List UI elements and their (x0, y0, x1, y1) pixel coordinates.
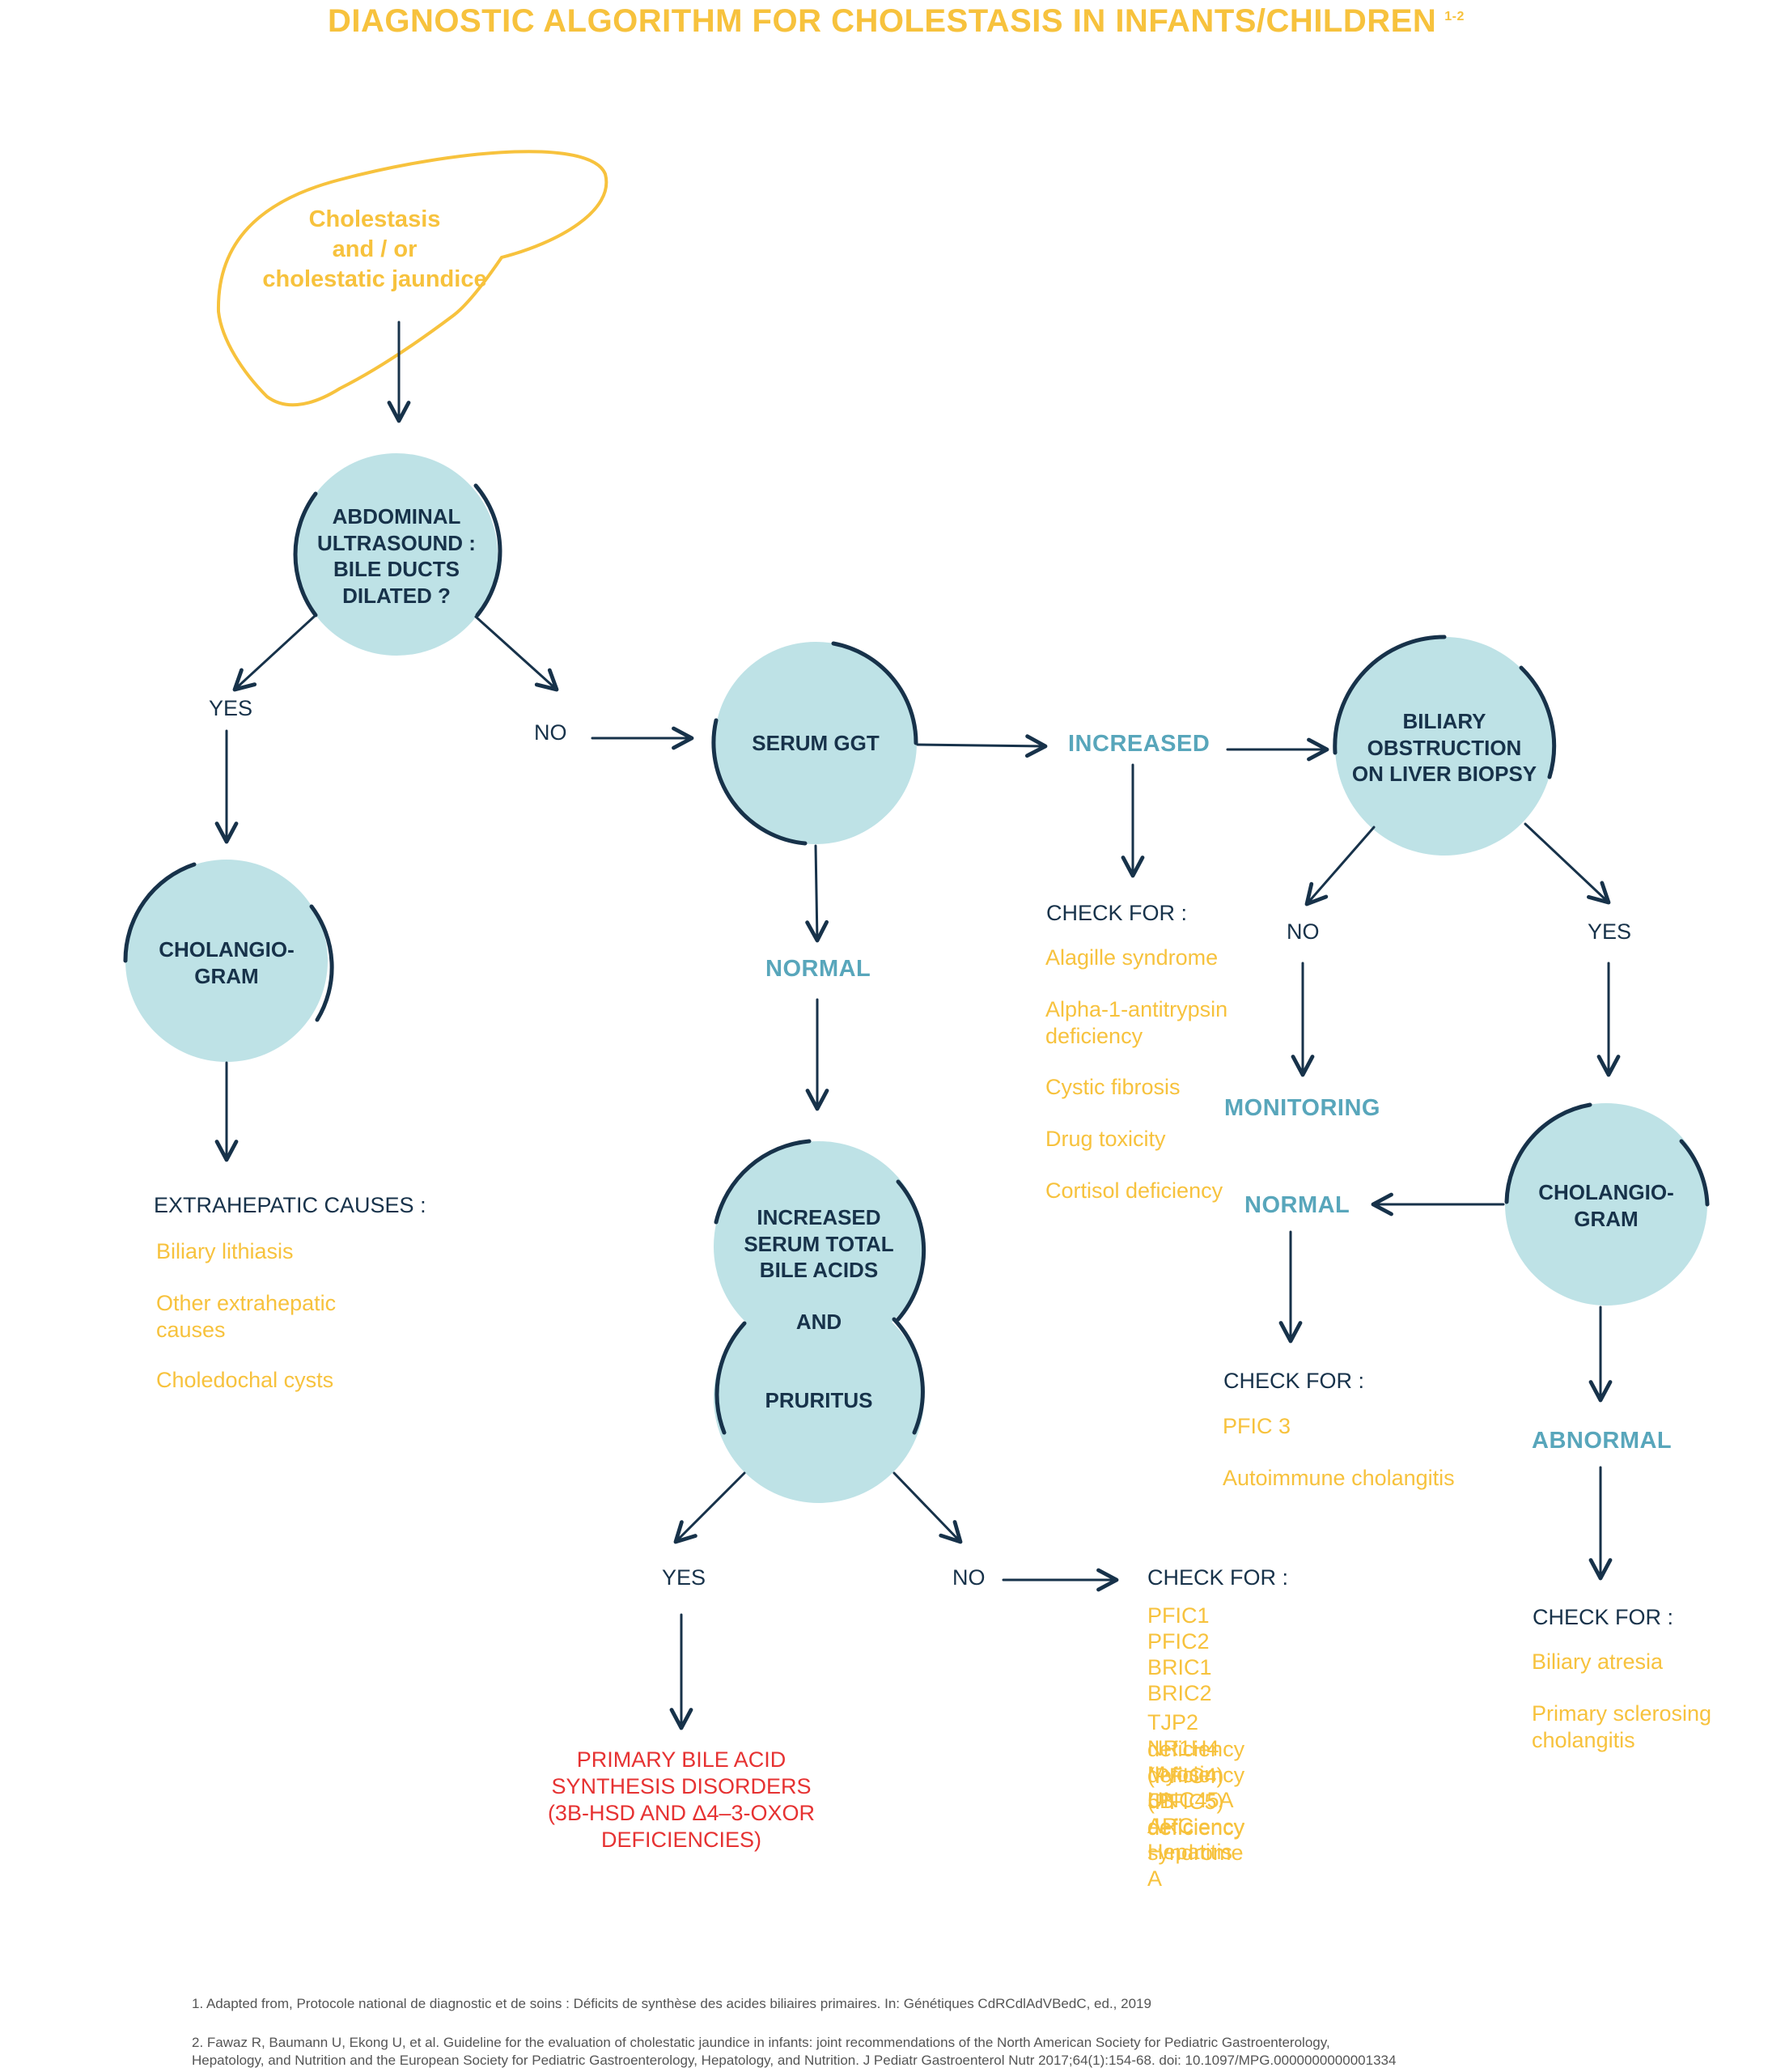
list-item: UNC45A deficiency (1147, 1788, 1245, 1839)
increased-label: INCREASED (1068, 731, 1210, 757)
yes-label-pruritus: YES (662, 1565, 706, 1590)
list-item: BRIC2 (1147, 1681, 1212, 1705)
list-item: NR1H4 deficiency (PFIC5) (1147, 1736, 1245, 1814)
cholangiogram-left-circle (125, 860, 328, 1062)
biopsy-label: BILIARY OBSTRUCTION ON LIVER BIOPSY (1351, 709, 1537, 786)
list-item: Drug toxicity (1045, 1127, 1166, 1151)
list-item: ARC syndrome (1147, 1814, 1244, 1865)
ggt-circle (714, 642, 917, 844)
primary-bile-acid-disorders: PRIMARY BILE ACID SYNTHESIS DISORDERS (3… (547, 1747, 816, 1852)
yes-label-biopsy: YES (1588, 919, 1632, 944)
cholangiogram-right-label: CHOLANGIO- GRAM (1538, 1180, 1674, 1231)
page-title: DIAGNOSTIC ALGORITHM FOR CHOLESTASIS IN … (328, 3, 1465, 39)
start-shape (216, 150, 608, 407)
monitoring-label: MONITORING (1224, 1095, 1380, 1121)
check-normal-header: CHECK FOR : (1223, 1369, 1365, 1393)
list-item: Biliary lithiasis (156, 1239, 294, 1263)
list-item: TJP2 deficiency (PFIC4) (1147, 1710, 1245, 1788)
ultrasound-circle (295, 453, 498, 656)
list-item: PFIC1 (1147, 1603, 1210, 1628)
list-item: Other extrahepatic causes (156, 1291, 337, 1342)
normal-cholangiogram-label: NORMAL (1244, 1192, 1350, 1218)
yes-label-ultrasound: YES (209, 696, 253, 720)
pruritus-label: PRURITUS (765, 1388, 873, 1412)
list-item: Autoimmune cholangitis (1223, 1466, 1455, 1490)
list-item: PFIC2 (1147, 1629, 1210, 1654)
extrahepatic-header: EXTRAHEPATIC CAUSES : (154, 1193, 426, 1217)
cholangiogram-right-circle (1505, 1103, 1707, 1306)
no-label-biopsy: NO (1287, 919, 1320, 944)
reference-2: 2. Fawaz R, Baumann U, Ekong U, et al. G… (192, 2035, 1397, 2069)
bile-acids-circle (714, 1141, 924, 1352)
list-item: BRIC1 (1147, 1655, 1212, 1679)
node-circles (125, 453, 1707, 1503)
ultrasound-label: ABDOMINAL ULTRASOUND : BILE DUCTS DILATE… (317, 504, 476, 608)
title-superscript: 1-2 (1444, 9, 1465, 23)
list-item: PFIC 3 (1223, 1414, 1291, 1438)
list-item: Alagille syndrome (1045, 945, 1219, 970)
no-label-pruritus: NO (952, 1565, 986, 1590)
list-item: Primary sclerosing cholangitis (1532, 1701, 1712, 1752)
node-outlines (123, 483, 1710, 1435)
list-item: Biliary atresia (1532, 1650, 1664, 1674)
arrows (214, 321, 1621, 1730)
ggt-label: SERUM GGT (752, 731, 880, 755)
list-item: Myosin 5B deficiency (1147, 1762, 1245, 1840)
list-item: Hepatitis A (1147, 1840, 1233, 1891)
check-no-header: CHECK FOR : (1147, 1565, 1289, 1590)
abnormal-label: ABNORMAL (1532, 1428, 1673, 1454)
start-label: Cholestasis and / or cholestatic jaundic… (262, 206, 487, 292)
check-abnormal-header: CHECK FOR : (1533, 1605, 1674, 1629)
list-item: Cystic fibrosis (1045, 1075, 1181, 1099)
no-label-ultrasound: NO (534, 720, 567, 745)
reference-1: 1. Adapted from, Protocole national de d… (192, 1996, 1151, 2011)
list-item: Alpha-1-antitrypsin deficiency (1045, 997, 1228, 1048)
list-item: Choledochal cysts (156, 1368, 334, 1392)
normal-ggt-label: NORMAL (765, 956, 871, 982)
bile-acids-label: INCREASED SERUM TOTAL BILE ACIDS (744, 1205, 894, 1282)
biopsy-circle (1335, 637, 1554, 856)
check-increased-header: CHECK FOR : (1046, 901, 1188, 925)
pruritus-circle (714, 1293, 924, 1503)
cholangiogram-left-label: CHOLANGIO- GRAM (159, 937, 295, 988)
list-item: Cortisol deficiency (1045, 1178, 1223, 1203)
and-label: AND (795, 1310, 842, 1334)
